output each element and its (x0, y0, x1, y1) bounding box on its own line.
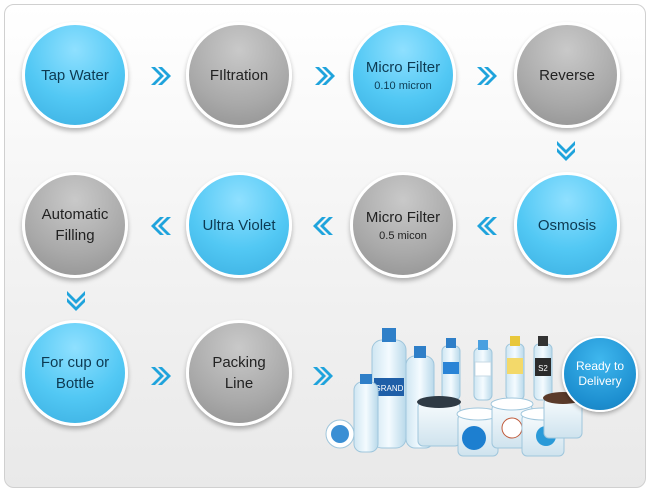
arrow-left-icon (476, 216, 498, 236)
arrow-left-icon (312, 216, 334, 236)
step-label: Osmosis (537, 216, 597, 234)
step-micro-filter-010: Micro Filter 0.10 micron (350, 22, 456, 128)
step-sublabel: 0.5 micon (379, 229, 427, 242)
step-label: Ultra Violet (202, 216, 276, 234)
badge-label: Ready to Delivery (575, 359, 625, 388)
step-packing-line: Packing Line (186, 320, 292, 426)
step-label: Reverse (539, 66, 595, 84)
step-label: Tap Water (41, 66, 109, 84)
arrow-down-icon (66, 290, 86, 312)
step-label: Packing Line (212, 354, 266, 392)
ready-to-delivery-badge: Ready to Delivery (562, 336, 638, 412)
step-sublabel: 0.10 micron (374, 79, 432, 92)
step-label: Automatic Filling (41, 206, 109, 244)
step-label: FIltration (209, 66, 269, 84)
arrow-right-icon (314, 66, 336, 86)
step-osmosis: Osmosis (514, 172, 620, 278)
step-for-cup-or-bottle: For cup or Bottle (22, 320, 128, 426)
product-label-s2: S2 (538, 364, 548, 373)
arrow-right-icon (150, 366, 172, 386)
step-label: For cup or Bottle (40, 354, 110, 392)
step-tap-water: Tap Water (22, 22, 128, 128)
arrow-right-icon (476, 66, 498, 86)
product-label-grand: GRAND (375, 384, 404, 393)
arrow-right-icon (312, 366, 334, 386)
step-label: Micro Filter (365, 208, 441, 226)
arrow-right-icon (150, 66, 172, 86)
step-reverse: Reverse (514, 22, 620, 128)
arrow-left-icon (150, 216, 172, 236)
step-label: Micro Filter (365, 58, 441, 76)
water-products-image: GRAND S2 (322, 318, 640, 466)
arrow-down-icon (556, 140, 576, 162)
step-automatic-filling: Automatic Filling (22, 172, 128, 278)
step-ultra-violet: Ultra Violet (186, 172, 292, 278)
step-filtration: FIltration (186, 22, 292, 128)
step-micro-filter-05: Micro Filter 0.5 micon (350, 172, 456, 278)
